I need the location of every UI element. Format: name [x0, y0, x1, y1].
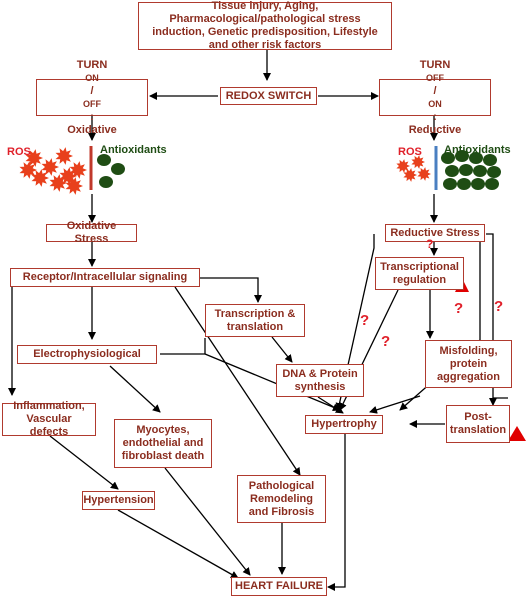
antioxidant-molecule	[487, 166, 501, 178]
ros-molecule	[411, 155, 425, 169]
ros-molecule	[25, 149, 43, 167]
oxidative-stress-box: Oxidative Stress	[46, 220, 137, 245]
antioxidant-molecule	[111, 163, 125, 175]
ros-molecule	[19, 161, 37, 179]
question-mark: ?	[426, 237, 434, 251]
warning-triangle-icon	[508, 426, 526, 441]
redox-switch-box: REDOX SWITCH	[220, 87, 317, 105]
antioxidant-molecule	[485, 178, 499, 190]
antioxidant-molecule	[443, 178, 457, 190]
ros-molecule	[55, 147, 73, 165]
reductive-stress-box: Reductive Stress	[385, 224, 485, 242]
ros-molecule	[65, 177, 83, 195]
dna-protein-synthesis-box: DNA & Protein synthesis	[276, 364, 364, 397]
antioxidant-molecule	[457, 178, 471, 190]
connectors	[8, 49, 508, 591]
ros-cluster-right	[396, 155, 431, 182]
hypertrophy-box: Hypertrophy	[305, 415, 383, 434]
ros-molecule	[59, 167, 77, 185]
electrophysiological-box: Electrophysiological	[17, 345, 157, 364]
antioxidant-molecule	[483, 154, 497, 166]
ros-cluster-left	[19, 147, 87, 195]
hypertension-box: Hypertension	[82, 491, 155, 510]
inflammation-box: Inflammation, Vascular defects	[2, 400, 96, 438]
ros-label-right: ROS	[398, 146, 422, 158]
antioxidants-label-right: Antioxidants	[444, 144, 511, 156]
turn-oxidative-box: TURN ON/OFF : Oxidative	[36, 59, 148, 136]
antioxidant-molecule	[469, 152, 483, 164]
antioxidant-molecule	[455, 150, 469, 162]
antioxidants-label-left: Antioxidants	[100, 144, 167, 156]
turn-reductive-box: TURN OFF/ON : Reductive	[379, 59, 491, 136]
question-mark: ?	[381, 333, 391, 350]
transcription-translation-box: Transcription & translation	[205, 304, 305, 337]
ros-molecule	[403, 168, 417, 182]
antioxidant-molecule	[459, 164, 473, 176]
antioxidants-cluster-right	[441, 150, 501, 190]
receptor-signaling-box: Receptor/Intracellular signaling	[10, 268, 200, 287]
antioxidant-molecule	[97, 154, 111, 166]
ros-label-left: ROS	[7, 146, 31, 158]
pathological-remodeling-box: Pathological Remodeling and Fibrosis	[237, 475, 326, 523]
antioxidant-molecule	[441, 152, 455, 164]
antioxidant-molecule	[471, 178, 485, 190]
question-mark: ?	[454, 300, 464, 317]
antioxidant-molecule	[99, 176, 113, 188]
post-translation-box: Post-translation	[446, 405, 510, 443]
antioxidant-molecule	[445, 165, 459, 177]
antioxidants-cluster-left	[97, 154, 125, 188]
heart-failure-box: HEART FAILURE	[231, 577, 327, 596]
ros-molecule	[31, 169, 49, 187]
risk-factors-box: Tissue injury, Aging, Pharmacological/pa…	[138, 0, 392, 51]
misfolding-box: Misfolding, protein aggregation	[425, 340, 512, 388]
ros-molecule	[41, 158, 59, 176]
myocytes-death-box: Myocytes, endothelial and fibroblast dea…	[114, 419, 212, 468]
question-mark: ?	[360, 312, 370, 329]
antioxidant-molecule	[473, 165, 487, 177]
ros-molecule	[417, 167, 431, 181]
ros-molecule	[69, 161, 87, 179]
transcriptional-regulation-box: Transcriptional regulation	[375, 257, 464, 290]
question-mark: ?	[494, 298, 504, 315]
